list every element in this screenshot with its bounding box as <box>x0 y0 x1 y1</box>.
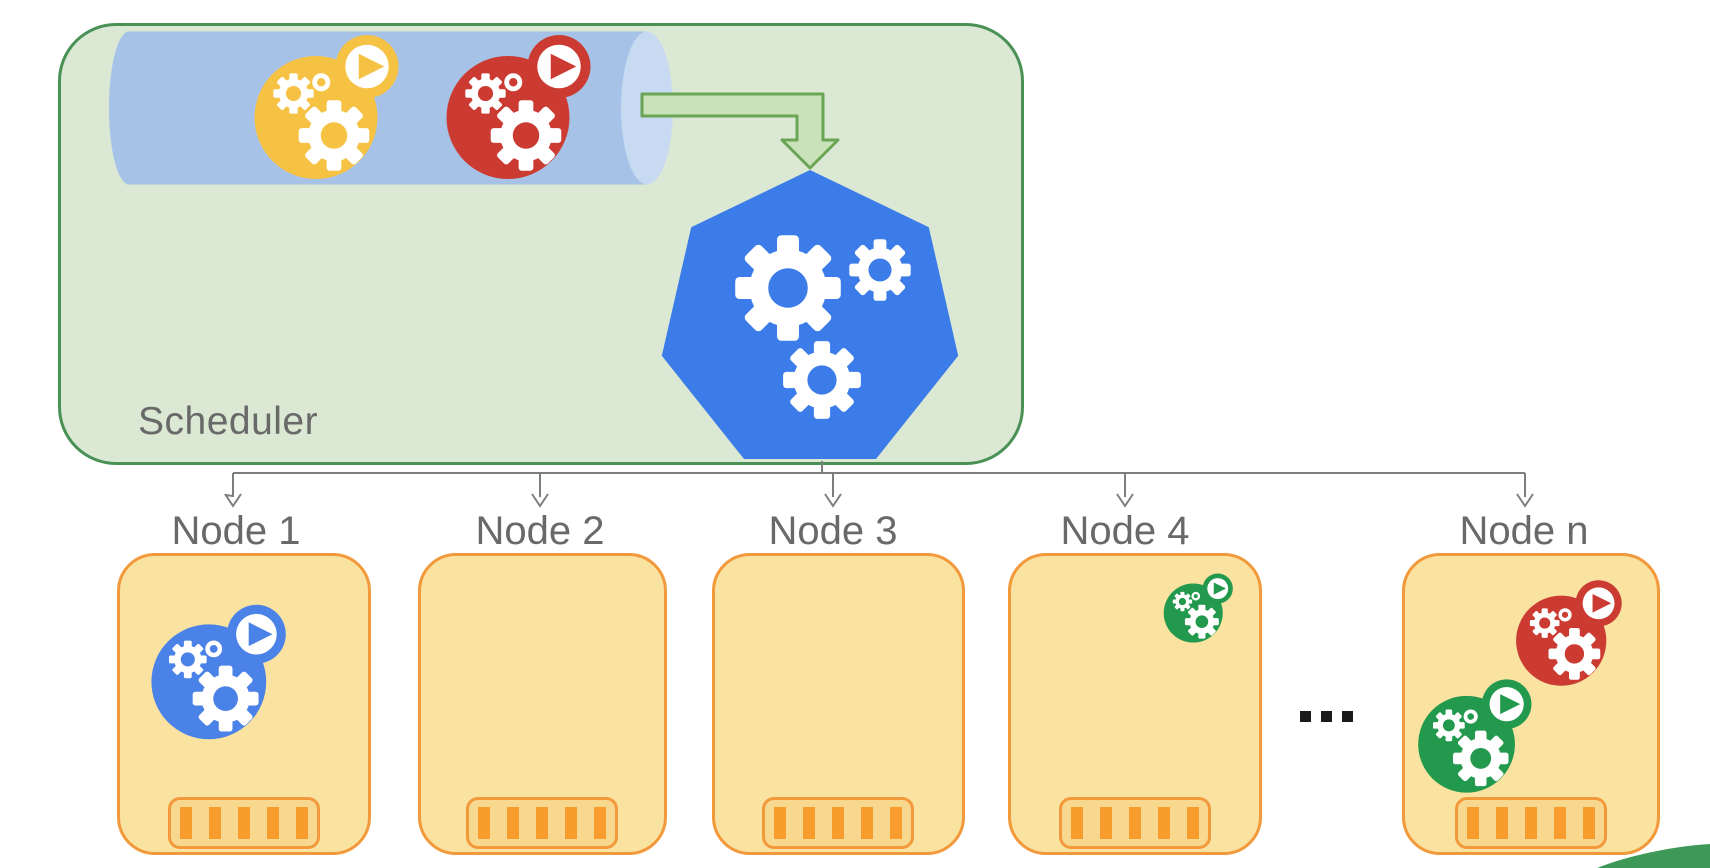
ellipsis: ... <box>1300 711 1353 722</box>
ram-bar <box>1467 807 1479 839</box>
ellipsis-dot <box>1300 711 1311 722</box>
ram-bar <box>890 807 902 839</box>
kubernetes-heptagon-icon <box>661 170 959 459</box>
ram-icon <box>1059 797 1211 849</box>
ram-bar <box>774 807 786 839</box>
node-4-label: Node 4 <box>1060 509 1190 553</box>
ram-icon <box>466 797 618 849</box>
pod-icon-red <box>445 32 595 182</box>
node-3-label: Node 3 <box>768 509 898 553</box>
ram-icon <box>1455 797 1607 849</box>
ram-bar <box>238 807 250 839</box>
ram-bar <box>1525 807 1537 839</box>
ram-bar <box>1554 807 1566 839</box>
ram-bar <box>1071 807 1083 839</box>
ram-bar <box>507 807 519 839</box>
node-n-label: Node n <box>1459 509 1589 553</box>
ram-icon <box>168 797 320 849</box>
pod-icon-green <box>1417 677 1535 795</box>
ram-bar <box>478 807 490 839</box>
ram-bar <box>1129 807 1141 839</box>
ellipsis-dot <box>1321 711 1332 722</box>
ram-bar <box>832 807 844 839</box>
node-1-label: Node 1 <box>171 509 301 553</box>
pod-icon-yellow <box>253 32 403 182</box>
ram-bar <box>267 807 279 839</box>
ram-bar <box>180 807 192 839</box>
ram-bar <box>803 807 815 839</box>
corner-green-shape <box>1597 844 1710 868</box>
pod-icon-green-small <box>1163 572 1235 644</box>
node-2-label: Node 2 <box>475 509 605 553</box>
ram-bar <box>536 807 548 839</box>
ram-icon <box>762 797 914 849</box>
ram-bar <box>296 807 308 839</box>
ram-bar <box>1100 807 1112 839</box>
ram-bar <box>1496 807 1508 839</box>
scheduler-label: Scheduler <box>138 400 319 443</box>
ram-bar <box>1583 807 1595 839</box>
ram-bar <box>861 807 873 839</box>
queue-to-engine-arrow-icon <box>640 92 840 170</box>
ram-bar <box>209 807 221 839</box>
pod-icon-blue <box>150 602 290 742</box>
ram-bar <box>565 807 577 839</box>
ram-bar <box>594 807 606 839</box>
ellipsis-dot <box>1342 711 1353 722</box>
ram-bar <box>1187 807 1199 839</box>
ram-bar <box>1158 807 1170 839</box>
pod-icon-red <box>1515 578 1625 688</box>
